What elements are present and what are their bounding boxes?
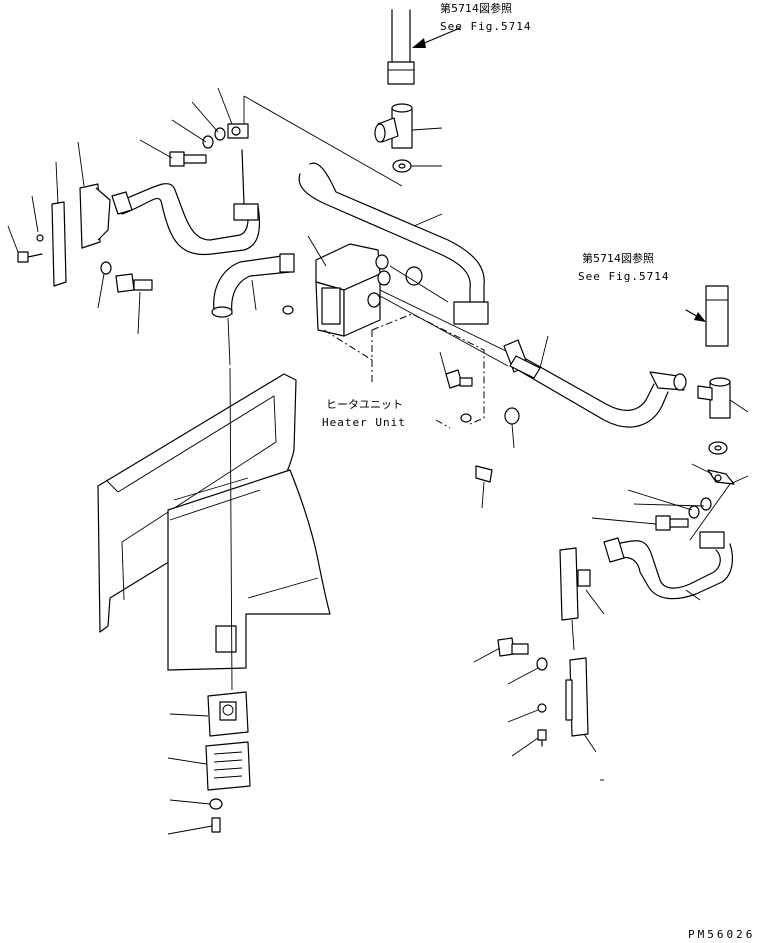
hose-clamp-right [707,469,735,485]
leader-line [227,317,231,366]
washer-right [708,441,728,455]
heater-unit-phantom-outline [323,313,485,429]
screw-left [17,251,43,263]
washer [700,497,712,511]
ref-label-top-jp: 第5714図参照 [440,1,512,15]
washer [202,135,214,149]
leader-line [169,799,211,805]
leader-line [217,87,233,125]
leader-line [379,289,509,353]
label-tag [475,465,493,483]
washer-top [392,159,412,173]
leader-line [473,647,501,663]
bolt-right [655,515,689,531]
heater-unit-label-en: Heater Unit [322,416,406,429]
leader-line [139,139,173,159]
leader-line [167,825,213,835]
washer [537,703,547,713]
leader-line [729,475,749,485]
screw-right [537,729,547,747]
right-supply-pipe [705,285,729,347]
bracket-plate-right [559,547,591,621]
leader-line [685,589,701,601]
heater-unit [315,243,381,337]
duct-plate-right [565,657,589,737]
leader-line [97,273,105,309]
leader-line [511,737,539,757]
leader-line [585,589,605,615]
vent-cover-knob [207,691,249,737]
leader-line [167,757,207,765]
leader-line [729,399,749,413]
leader-line [689,483,731,541]
lower-right-hose [603,531,733,600]
ref-label-top-en: See Fig.5714 [440,20,531,33]
cover-panel-front [167,469,331,671]
ref-arrow-top [412,27,461,48]
leader-line [591,517,657,525]
leader-line [169,713,209,717]
leader-line [583,733,597,753]
leader-line [191,101,219,133]
leader-line [171,119,207,143]
ref-label-right-en: See Fig.5714 [578,270,669,283]
washer [209,798,223,810]
upper-left-hose [111,149,261,256]
leader-line [627,489,693,511]
ref-label-right-jp: 第5714図参照 [582,251,654,265]
leader-line [307,235,327,267]
vent-louver [205,741,251,791]
hose-clamp-upper-left [227,123,249,139]
tee-joint-right [697,377,731,419]
hose-heater-left [211,253,295,318]
leader-line [413,213,443,227]
leader-line [691,463,713,475]
leader-line [411,127,443,131]
leader-line [439,351,447,375]
bolt-right-lower [497,637,529,657]
leader-line [243,95,403,187]
bolt-left-lower [115,273,153,293]
washer [536,657,548,671]
leader-line [7,225,19,253]
leader-line [31,195,39,233]
washer [100,261,112,275]
leader-line [507,667,539,685]
leader-line [55,161,59,205]
leader-line [481,481,485,509]
leader-line [251,279,257,311]
leader-line [571,619,575,651]
long-hose-lower [503,339,687,428]
heater-small-fittings [282,305,520,425]
leader-line [379,295,509,367]
tee-joint-top [374,103,413,149]
washer [688,505,700,519]
screw-bottom [211,817,221,833]
leader-line [511,423,515,449]
bracket-plate-left [79,183,111,249]
leader-line [137,291,141,335]
drawing-code: PM56026 [688,928,755,941]
bolt-upper-left [169,151,207,167]
washer [36,234,44,242]
leader-line [229,367,233,691]
ref-arrow-right [685,309,706,322]
leader-line [507,709,539,723]
heater-ports [367,254,423,308]
leader-line [389,265,449,303]
top-supply-pipe [387,9,415,85]
long-hose-upper [298,162,489,325]
leader-line [539,335,549,369]
leader-line [77,141,85,187]
heater-unit-label-jp: ヒータユニット [326,398,403,411]
duct-plate-left [51,201,67,287]
leader-line [633,503,705,507]
